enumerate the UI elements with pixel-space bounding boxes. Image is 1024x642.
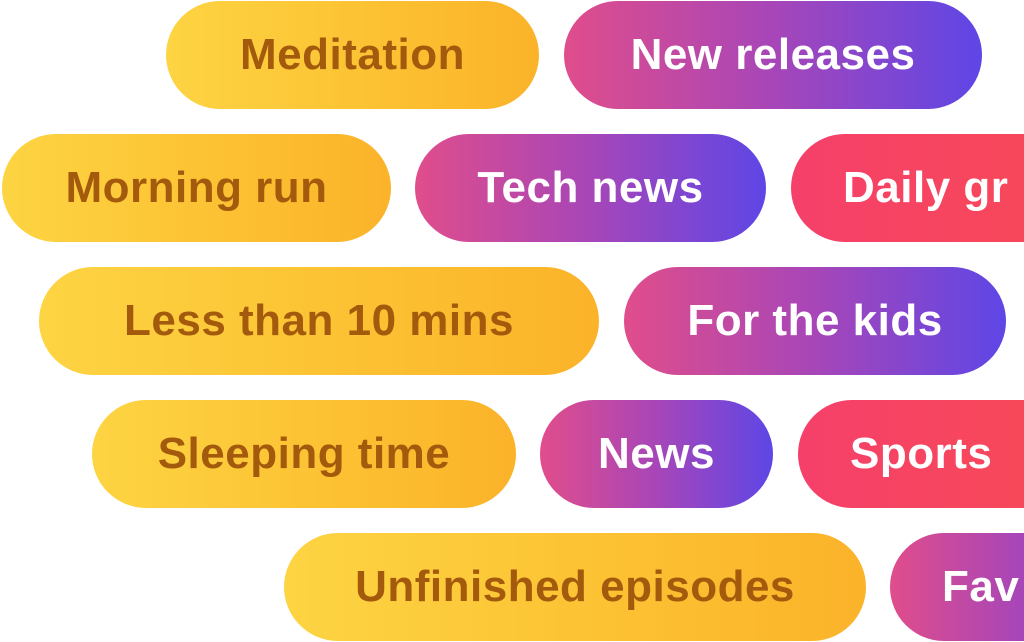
chip-new-releases[interactable]: New releases (564, 1, 982, 109)
chip-sports[interactable]: Sports (798, 400, 1024, 508)
chip-less-than-10-mins[interactable]: Less than 10 mins (39, 267, 599, 375)
chip-label: Fav (942, 562, 1020, 611)
chip-news[interactable]: News (540, 400, 773, 508)
chip-label: News (598, 429, 715, 478)
chip-label: Morning run (65, 163, 328, 212)
chip-morning-run[interactable]: Morning run (2, 134, 391, 242)
chip-label: Sports (850, 429, 993, 478)
chip-tech-news[interactable]: Tech news (415, 134, 766, 242)
chip-daily-green[interactable]: Daily gr (791, 134, 1024, 242)
chip-label: For the kids (687, 296, 943, 345)
chip-unfinished-episodes[interactable]: Unfinished episodes (284, 533, 866, 641)
chip-sleeping-time[interactable]: Sleeping time (92, 400, 516, 508)
chip-label: Unfinished episodes (355, 562, 795, 611)
chip-label: Less than 10 mins (124, 296, 514, 345)
chip-label: Daily gr (843, 163, 1009, 212)
chip-for-the-kids[interactable]: For the kids (624, 267, 1006, 375)
chip-label: New releases (630, 30, 916, 79)
chip-favorites[interactable]: Fav (890, 533, 1024, 641)
chip-label: Meditation (240, 30, 465, 79)
chip-label: Tech news (477, 163, 704, 212)
chip-label: Sleeping time (157, 429, 451, 478)
chip-meditation[interactable]: Meditation (166, 1, 539, 109)
